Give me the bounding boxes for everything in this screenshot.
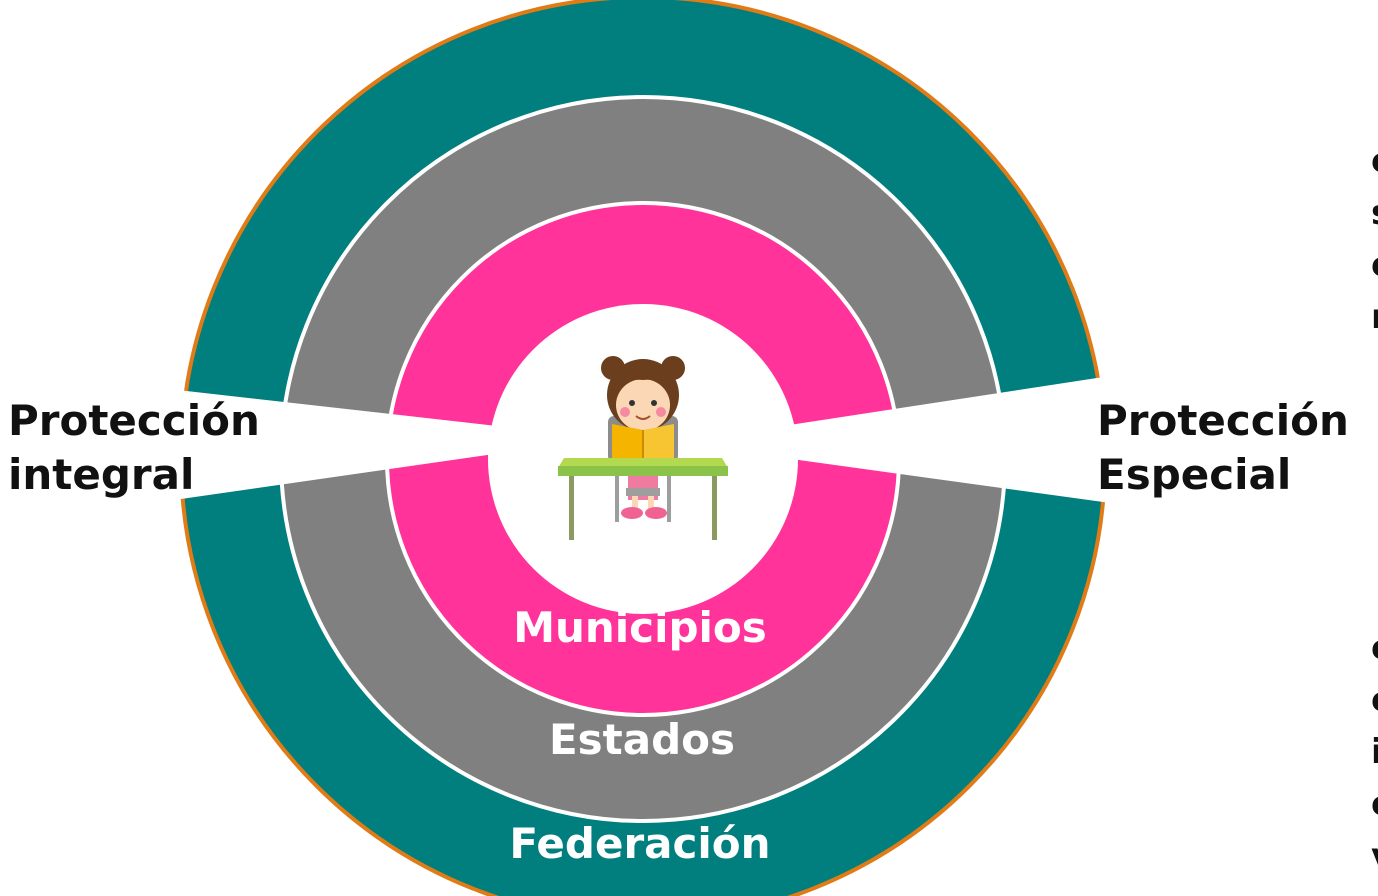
clipped-text-line: c bbox=[1371, 778, 1378, 830]
proteccion-integral-label: Protección integral bbox=[8, 394, 260, 502]
clipped-text-bottom: c c i c v bbox=[1371, 622, 1378, 882]
federacion-label: Federación bbox=[509, 819, 770, 868]
proteccion-especial-line1: Protección bbox=[1097, 396, 1349, 445]
clipped-text-line: i bbox=[1371, 732, 1378, 772]
municipios-label: Municipios bbox=[513, 603, 767, 652]
clipped-text-line: c bbox=[1371, 674, 1378, 726]
proteccion-especial-line2: Especial bbox=[1097, 450, 1292, 499]
clipped-text-line: r bbox=[1371, 291, 1378, 343]
proteccion-integral-line1: Protección bbox=[8, 396, 260, 445]
left-wedge bbox=[0, 370, 515, 525]
clipped-text-line: c bbox=[1371, 135, 1378, 187]
clipped-text-line: v bbox=[1371, 830, 1378, 882]
clipped-text-line: c bbox=[1371, 239, 1378, 291]
proteccion-integral-line2: integral bbox=[8, 450, 195, 499]
estados-label: Estados bbox=[549, 715, 735, 764]
clipped-text-line: s bbox=[1371, 187, 1378, 239]
right-wedge bbox=[770, 335, 1378, 540]
girl-reading-at-desk-icon bbox=[558, 356, 728, 540]
clipped-text-top: c s c r bbox=[1371, 135, 1378, 343]
proteccion-especial-label: Protección Especial bbox=[1097, 394, 1349, 502]
clipped-text-line: c bbox=[1371, 622, 1378, 674]
